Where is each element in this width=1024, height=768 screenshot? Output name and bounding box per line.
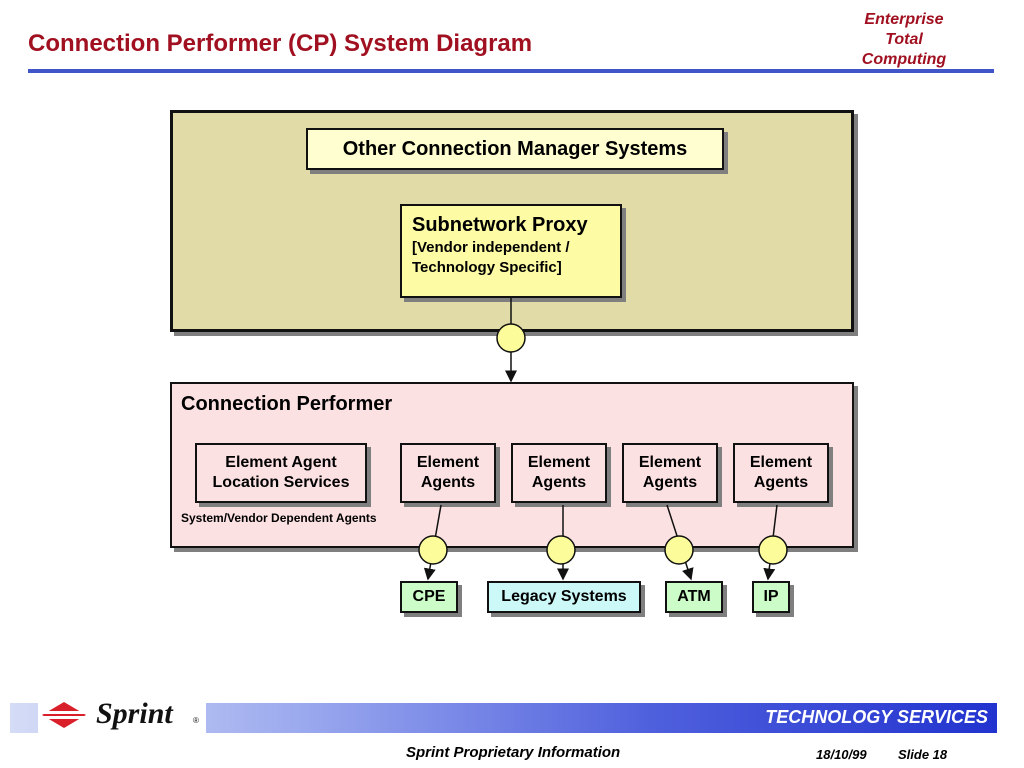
slide-number: Slide 18	[898, 747, 948, 762]
sprint-logo-text: Sprint	[96, 697, 173, 730]
agent-line-1: Element	[638, 454, 702, 471]
cp-title: Connection Performer	[181, 393, 393, 415]
proxy-title: Subnetwork Proxy	[412, 214, 588, 236]
ip-interface-circle	[758, 535, 788, 565]
page-title: Connection Performer (CP) System Diagram	[28, 30, 533, 57]
corner-line-3: Computing	[861, 51, 947, 68]
title-rule	[28, 69, 994, 73]
proxy-subtitle-1: [Vendor independent /	[412, 239, 570, 256]
other-systems-box: Other Connection Manager Systems	[306, 128, 724, 170]
ip-box: IP	[752, 581, 790, 613]
agent-line-2: Agents	[531, 474, 587, 491]
subnetwork-proxy-box: Subnetwork Proxy [Vendor independent / T…	[400, 204, 622, 298]
proxy-interface-circle	[496, 323, 526, 353]
agent-line-2: Location Services	[212, 474, 350, 491]
agent-line-1: Element	[416, 454, 480, 471]
legacy-interface-circle	[546, 535, 576, 565]
registered-mark: ®	[193, 716, 199, 725]
agent-line-2: Agents	[642, 474, 698, 491]
system-vendor-label: System/Vendor Dependent Agents	[181, 511, 377, 525]
atm-box: ATM	[665, 581, 723, 613]
agent-line-1: Element	[527, 454, 591, 471]
cpe-box: CPE	[400, 581, 458, 613]
cpe-interface-circle	[418, 535, 448, 565]
corner-label: Enterprise Total Computing	[848, 10, 960, 70]
agent-line-2: Agents	[420, 474, 476, 491]
proprietary-note: Sprint Proprietary Information	[406, 744, 621, 761]
slide-date: 18/10/99	[816, 747, 867, 762]
sprint-diamond-icon	[38, 702, 94, 728]
corner-line-2: Total	[885, 31, 923, 48]
agent-line-2: Agents	[753, 474, 809, 491]
atm-interface-circle	[664, 535, 694, 565]
agent-line-1: Element Agent	[225, 454, 337, 471]
technology-services-label: TECHNOLOGY SERVICES	[765, 707, 988, 727]
interface-circles	[418, 323, 788, 565]
proxy-subtitle-2: Technology Specific]	[412, 259, 562, 276]
legacy-systems-box: Legacy Systems	[487, 581, 641, 613]
corner-line-1: Enterprise	[864, 11, 944, 28]
agent-line-1: Element	[749, 454, 813, 471]
sprint-logo	[38, 694, 206, 736]
